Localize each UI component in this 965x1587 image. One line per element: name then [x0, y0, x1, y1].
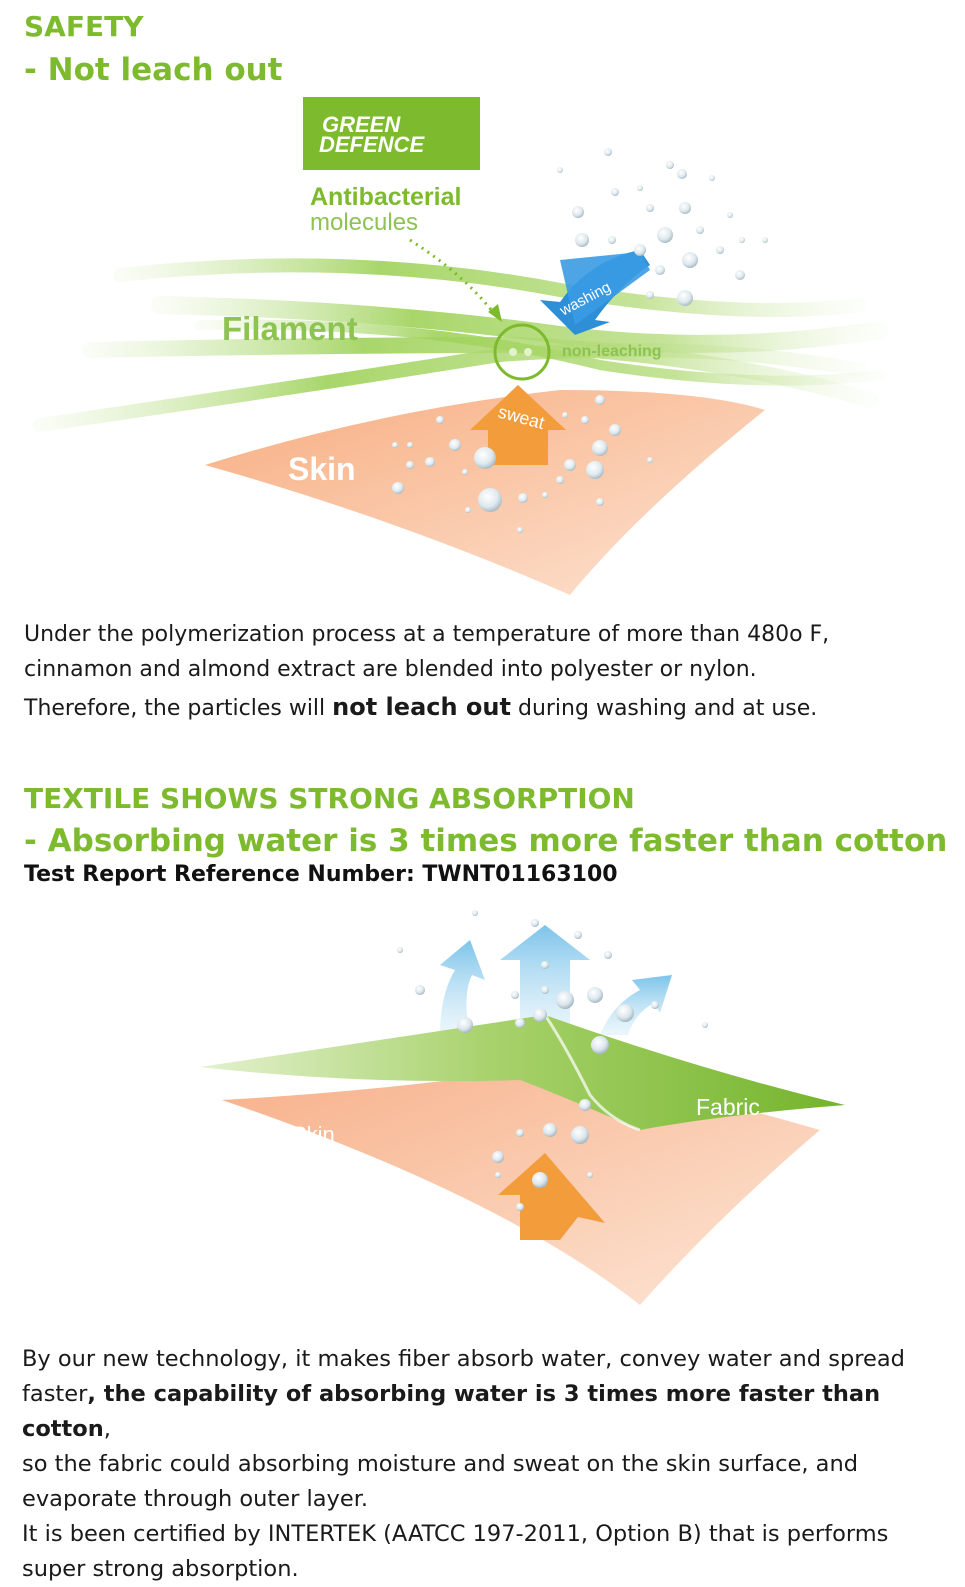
water-droplets-2 [397, 910, 708, 1211]
antibacterial-label: Antibacterial [310, 183, 461, 211]
para1-line3: Therefore, the particles will not leach … [24, 693, 818, 721]
para2-line1: By our new technology, it makes fiber ab… [22, 1346, 905, 1372]
absorption-emphasis: , the capability of absorbing water is 3… [22, 1381, 881, 1442]
leach-out-description: Under the polymerization process at a te… [24, 617, 944, 726]
skin-label-1: Skin [288, 451, 356, 487]
not-leach-out-diagram: GREEN DEFENCE Antibacterial molecules Fi… [33, 97, 889, 595]
absorption-diagram: Skin Fabric [200, 910, 845, 1305]
absorption-heading: TEXTILE SHOWS STRONG ABSORPTION [24, 782, 635, 815]
svg-text:DEFENCE: DEFENCE [319, 132, 425, 157]
absorption-description: By our new technology, it makes fiber ab… [22, 1342, 952, 1587]
safety-heading: SAFETY [24, 10, 144, 43]
fabric-layer [200, 1014, 845, 1132]
skin-label-2: Skin [292, 1122, 335, 1147]
para1-line1: Under the polymerization process at a te… [24, 622, 830, 647]
sweat-arrow-2 [498, 1153, 605, 1240]
water-droplets [392, 148, 768, 533]
test-report-reference: Test Report Reference Number: TWNT011631… [24, 862, 618, 887]
green-defence-logo: GREEN DEFENCE [303, 97, 480, 170]
para2-line3: so the fabric could absorbing moisture a… [22, 1451, 859, 1477]
molecules-label: molecules [310, 209, 418, 236]
washing-arrow: washing [540, 250, 650, 335]
para2-line4: evaporate through outer layer. [22, 1486, 369, 1512]
svg-text:GREEN: GREEN [322, 112, 401, 137]
absorption-subheading: - Absorbing water is 3 times more faster… [24, 823, 948, 859]
non-leaching-marker: non-leaching [493, 323, 662, 381]
para2-line5: It is been certified by INTERTEK (AATCC … [22, 1521, 889, 1547]
fabric-label: Fabric [696, 1094, 760, 1120]
safety-subheading: - Not leach out [24, 52, 283, 88]
para1-line2: cinnamon and almond extract are blended … [24, 657, 757, 682]
filament-waves [33, 258, 889, 432]
para2-line6: super strong absorption. [22, 1556, 299, 1582]
evaporation-arrows [440, 925, 672, 1035]
non-leaching-label: non-leaching [562, 343, 662, 360]
para2-line2: faster, the capability of absorbing wate… [22, 1381, 881, 1442]
not-leach-out-emphasis: not leach out [332, 693, 511, 721]
dotted-arrow [409, 238, 502, 322]
sweat-arrow: sweat [470, 385, 566, 465]
filament-label: Filament [222, 310, 358, 347]
